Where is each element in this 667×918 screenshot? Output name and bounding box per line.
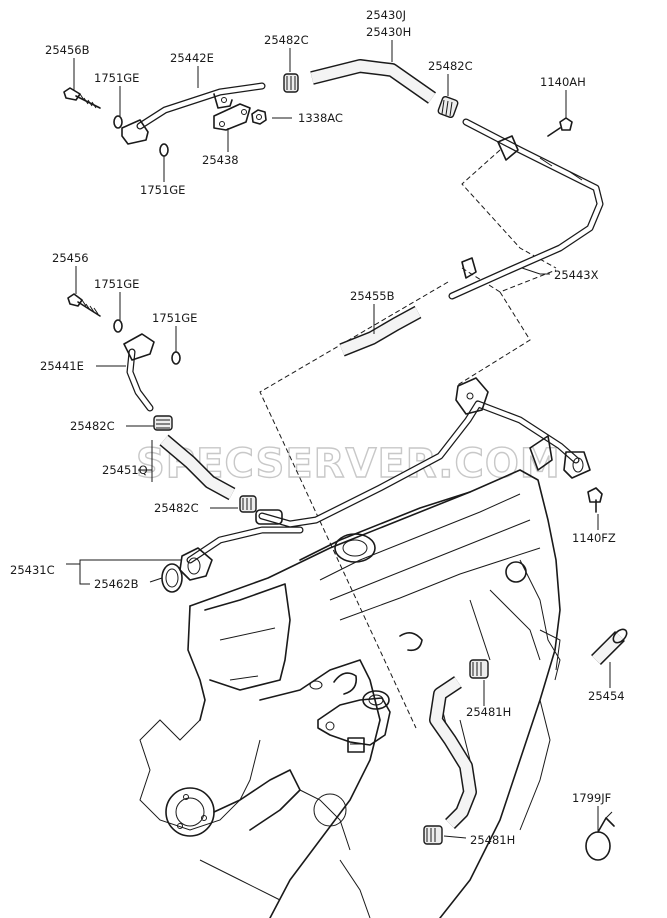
label-25482C-a: 25482C — [264, 33, 309, 47]
hose-25455B — [339, 305, 422, 357]
clamp-25482C-a — [283, 73, 299, 93]
label-1799JF: 1799JF — [572, 791, 611, 805]
clamp-25482C-c — [153, 415, 173, 431]
washer-1751GE-right — [171, 351, 181, 365]
clip-1799JF — [585, 811, 615, 861]
leader-lines — [66, 40, 611, 839]
label-1751GE-a: 1751GE — [94, 71, 139, 85]
label-25455B: 25455B — [350, 289, 395, 303]
bracket-25438 — [213, 103, 251, 131]
label-25443X: 25443X — [554, 268, 599, 282]
washer-1751GE-mid — [113, 319, 123, 333]
label-25482C-d: 25482C — [154, 501, 199, 515]
label-25454: 25454 — [588, 689, 625, 703]
label-1751GE-b: 1751GE — [140, 183, 185, 197]
washer-1751GE-top — [113, 115, 123, 129]
hose-25451Q — [159, 434, 236, 501]
hose-25430H — [310, 59, 437, 104]
pipe-25443X — [448, 118, 604, 300]
nut-1338AC — [251, 109, 267, 125]
bolt-25456 — [67, 293, 101, 317]
label-25438: 25438 — [202, 153, 239, 167]
label-25456B: 25456B — [45, 43, 90, 57]
clamp-25481H-a — [469, 659, 489, 679]
label-25441E: 25441E — [40, 359, 84, 373]
bolt-25456B — [63, 87, 101, 109]
label-25462B: 25462B — [94, 577, 139, 591]
bolt-1140AH — [547, 117, 573, 137]
label-25430J: 25430J — [366, 8, 406, 22]
label-25482C-c: 25482C — [70, 419, 115, 433]
thermostat-housing — [309, 672, 391, 753]
label-25430H: 25430H — [366, 25, 411, 39]
washer-1751GE-lower — [159, 143, 169, 157]
label-1140AH: 1140AH — [540, 75, 586, 89]
clamp-25482C-d — [239, 495, 257, 513]
label-1338AC: 1338AC — [298, 111, 343, 125]
hose-lower — [429, 676, 477, 829]
label-25451Q: 25451Q — [102, 463, 148, 477]
clamp-25482C-b — [437, 95, 459, 119]
label-25482C-b: 25482C — [428, 59, 473, 73]
bypass-pipe-25442E — [121, 82, 266, 145]
label-1140FZ: 1140FZ — [572, 531, 616, 545]
hose-25454 — [591, 628, 628, 665]
engine-block — [139, 469, 561, 918]
label-25456: 25456 — [52, 251, 89, 265]
label-1751GE-c: 1751GE — [94, 277, 139, 291]
label-25481H-a: 25481H — [466, 705, 511, 719]
pipe-25431C — [179, 377, 591, 581]
label-1751GE-d: 1751GE — [152, 311, 197, 325]
gasket-25462B — [161, 563, 183, 593]
label-25431C: 25431C — [10, 563, 55, 577]
clamp-25481H-b — [423, 825, 443, 845]
bolt-1140FZ — [587, 487, 603, 513]
part-labels: 25456B 1751GE 25442E 25482C 25430J 25430… — [10, 8, 625, 847]
pipe-25441E — [123, 333, 155, 412]
label-25442E: 25442E — [170, 51, 214, 65]
label-25481H-b: 25481H — [470, 833, 515, 847]
